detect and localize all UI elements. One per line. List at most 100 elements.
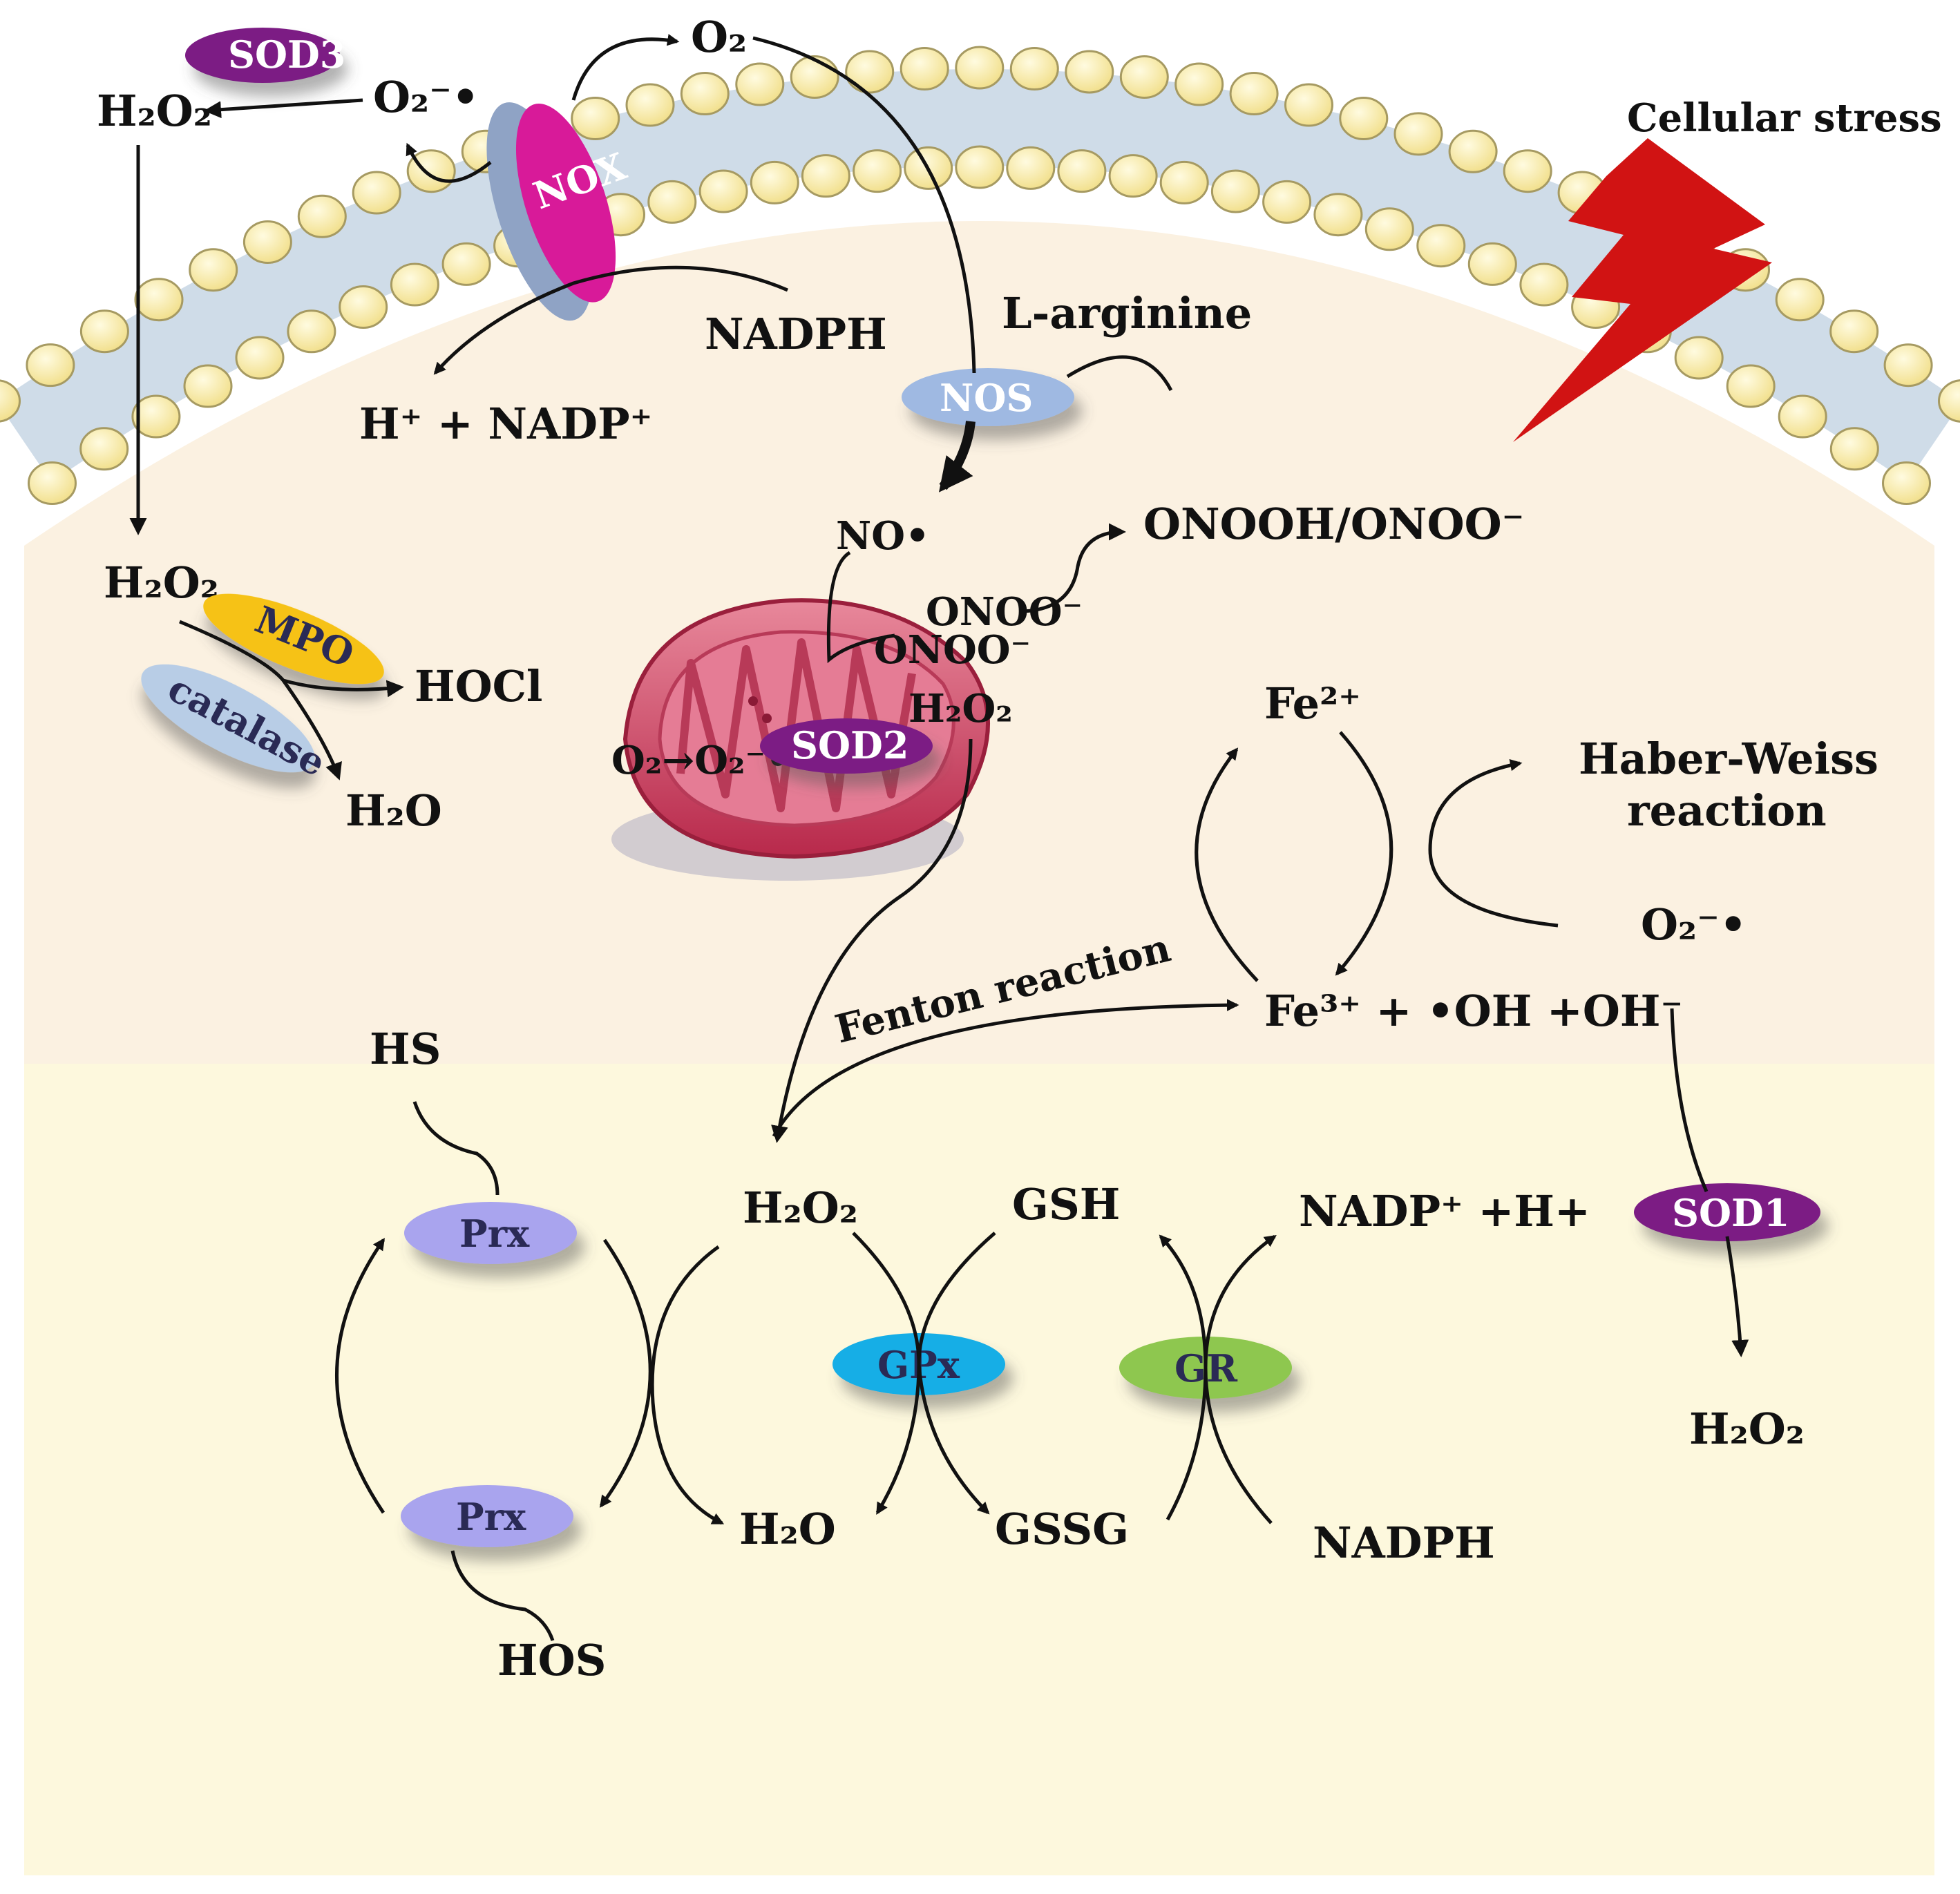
lipid-head bbox=[790, 55, 839, 99]
lipid-head bbox=[390, 262, 439, 307]
lipid-head bbox=[571, 97, 620, 140]
sod1-enzyme bbox=[1634, 1183, 1820, 1241]
pathway-arrows bbox=[129, 34, 1749, 1641]
lipid-head bbox=[1210, 169, 1260, 213]
lipid-head bbox=[287, 309, 336, 354]
lipid-head bbox=[134, 278, 184, 322]
gssg-label: GSSG bbox=[995, 1504, 1129, 1554]
cytoplasm-upper bbox=[24, 221, 1934, 1064]
o2-radical-right: O₂⁻• bbox=[1641, 899, 1747, 950]
o2-top: O₂ bbox=[691, 12, 747, 62]
lipid-head bbox=[1883, 343, 1933, 388]
arrow-sod1-to-h2o2 bbox=[1725, 1236, 1749, 1357]
cytoplasm-lower bbox=[24, 1064, 1934, 1875]
h2o2-mpo: H₂O₂ bbox=[104, 557, 219, 608]
lipid-head bbox=[900, 47, 949, 90]
lipid-head bbox=[1174, 62, 1224, 106]
catalase-enzyme bbox=[141, 664, 315, 773]
lipid-head bbox=[242, 220, 292, 264]
mpo-enzyme bbox=[203, 593, 384, 685]
nos-enzyme bbox=[902, 368, 1074, 426]
h2o2-bottom-right: H₂O₂ bbox=[1689, 1404, 1805, 1454]
lipid-head bbox=[1448, 129, 1498, 173]
lipid-head bbox=[79, 309, 129, 354]
lipid-head bbox=[1778, 394, 1827, 439]
h2o2-top-left: H₂O₂ bbox=[97, 86, 212, 136]
arrow-no-to-onoo bbox=[826, 551, 895, 664]
o2-radical-top: O₂⁻• bbox=[373, 72, 479, 122]
arrow-o2radical-to-sod1 bbox=[1670, 1008, 1709, 1192]
nadph-top: NADPH bbox=[705, 309, 887, 359]
lipid-head bbox=[1726, 364, 1776, 408]
prx-top-label: Prx bbox=[459, 1212, 530, 1256]
lipid-head bbox=[235, 336, 285, 380]
prx-bottom-enzyme bbox=[401, 1485, 573, 1547]
arrow-nadph-through-gr bbox=[1203, 1234, 1277, 1524]
lipid-head bbox=[28, 461, 77, 505]
lipid-head bbox=[1775, 278, 1825, 322]
onooh-label: ONOOH/ONOO⁻ bbox=[1143, 499, 1524, 549]
lipid-head bbox=[801, 154, 850, 198]
mito-dot bbox=[762, 714, 772, 723]
arrow-nox-o2 bbox=[571, 34, 680, 101]
prx-top-enzyme bbox=[404, 1202, 577, 1264]
lipid-head bbox=[1262, 180, 1312, 224]
lipid-head bbox=[750, 160, 799, 204]
lipid-head bbox=[1364, 207, 1414, 251]
lipid-head bbox=[1108, 154, 1158, 198]
arrow-mito-h2o2-to-cyto bbox=[771, 738, 973, 1143]
lipid-head bbox=[1674, 336, 1724, 380]
hocl-label: HOCl bbox=[415, 661, 543, 711]
arrow-onoo-to-onooh bbox=[1018, 523, 1126, 613]
lipid-head bbox=[1938, 379, 1960, 423]
onoo-top: ONOO⁻ bbox=[926, 589, 1083, 635]
lipid-head bbox=[625, 83, 675, 127]
lipid-head bbox=[1119, 55, 1169, 99]
lipid-head bbox=[1313, 193, 1363, 237]
prx-bottom-label: Prx bbox=[456, 1495, 526, 1539]
gsh-label: GSH bbox=[1012, 1179, 1120, 1230]
l-arginine: L-arginine bbox=[1002, 288, 1252, 338]
mito-dot bbox=[748, 696, 758, 706]
lipid-head bbox=[0, 379, 21, 423]
lipid-head bbox=[1006, 146, 1056, 190]
lipid-head bbox=[1065, 50, 1114, 94]
lipid-head bbox=[297, 194, 347, 238]
lipid-head bbox=[1009, 47, 1059, 90]
arrow-nadph-to-nadp bbox=[433, 265, 788, 375]
lipid-head bbox=[853, 149, 902, 193]
arrow-prx-bottom-to-top bbox=[335, 1238, 386, 1514]
lipid-head bbox=[441, 242, 491, 286]
nadp-h-label: NADP⁺ +H+ bbox=[1299, 1186, 1590, 1236]
lipid-head bbox=[698, 169, 748, 213]
sod3-enzyme bbox=[185, 28, 340, 83]
lipid-head bbox=[1519, 262, 1569, 307]
haber-weiss-line1: Haber-Weiss bbox=[1579, 734, 1878, 784]
arrow-nos-to-no bbox=[938, 421, 976, 492]
no-radical: NO• bbox=[836, 513, 930, 559]
sod2-label: SOD2 bbox=[791, 723, 908, 767]
lightning-bolt-icon bbox=[1513, 138, 1772, 442]
lipid-head bbox=[955, 145, 1005, 189]
lipid-head bbox=[1829, 427, 1879, 471]
lipid-head bbox=[26, 343, 75, 388]
lipid-head bbox=[131, 394, 181, 439]
arrow-hs-to-prx bbox=[412, 1101, 499, 1196]
arrow-h2o2-to-h2o bbox=[281, 679, 342, 781]
haber-weiss-line2: reaction bbox=[1627, 785, 1827, 836]
lipid-head bbox=[339, 285, 388, 329]
lipid-head bbox=[1057, 149, 1107, 193]
lipid-head bbox=[1416, 224, 1466, 268]
nox-transmembrane-protein-icon bbox=[486, 102, 616, 321]
lipid-head bbox=[647, 180, 697, 224]
arrow-prx-top-to-bottom bbox=[599, 1238, 652, 1508]
sod3-label: SOD3 bbox=[228, 32, 345, 77]
cellular-stress-label: Cellular stress bbox=[1627, 95, 1942, 141]
h2o-bottom: H₂O bbox=[739, 1504, 836, 1554]
lipid-head bbox=[1467, 242, 1517, 286]
arrow-h2o2-to-prx bbox=[650, 1245, 725, 1525]
arrow-fe3-to-fe2-left bbox=[1195, 747, 1259, 982]
hos-label: HOS bbox=[497, 1635, 606, 1685]
h-nadp-top: H⁺ + NADP⁺ bbox=[359, 399, 652, 449]
fe3-label: Fe³⁺ + •OH +OH⁻ bbox=[1264, 986, 1683, 1036]
